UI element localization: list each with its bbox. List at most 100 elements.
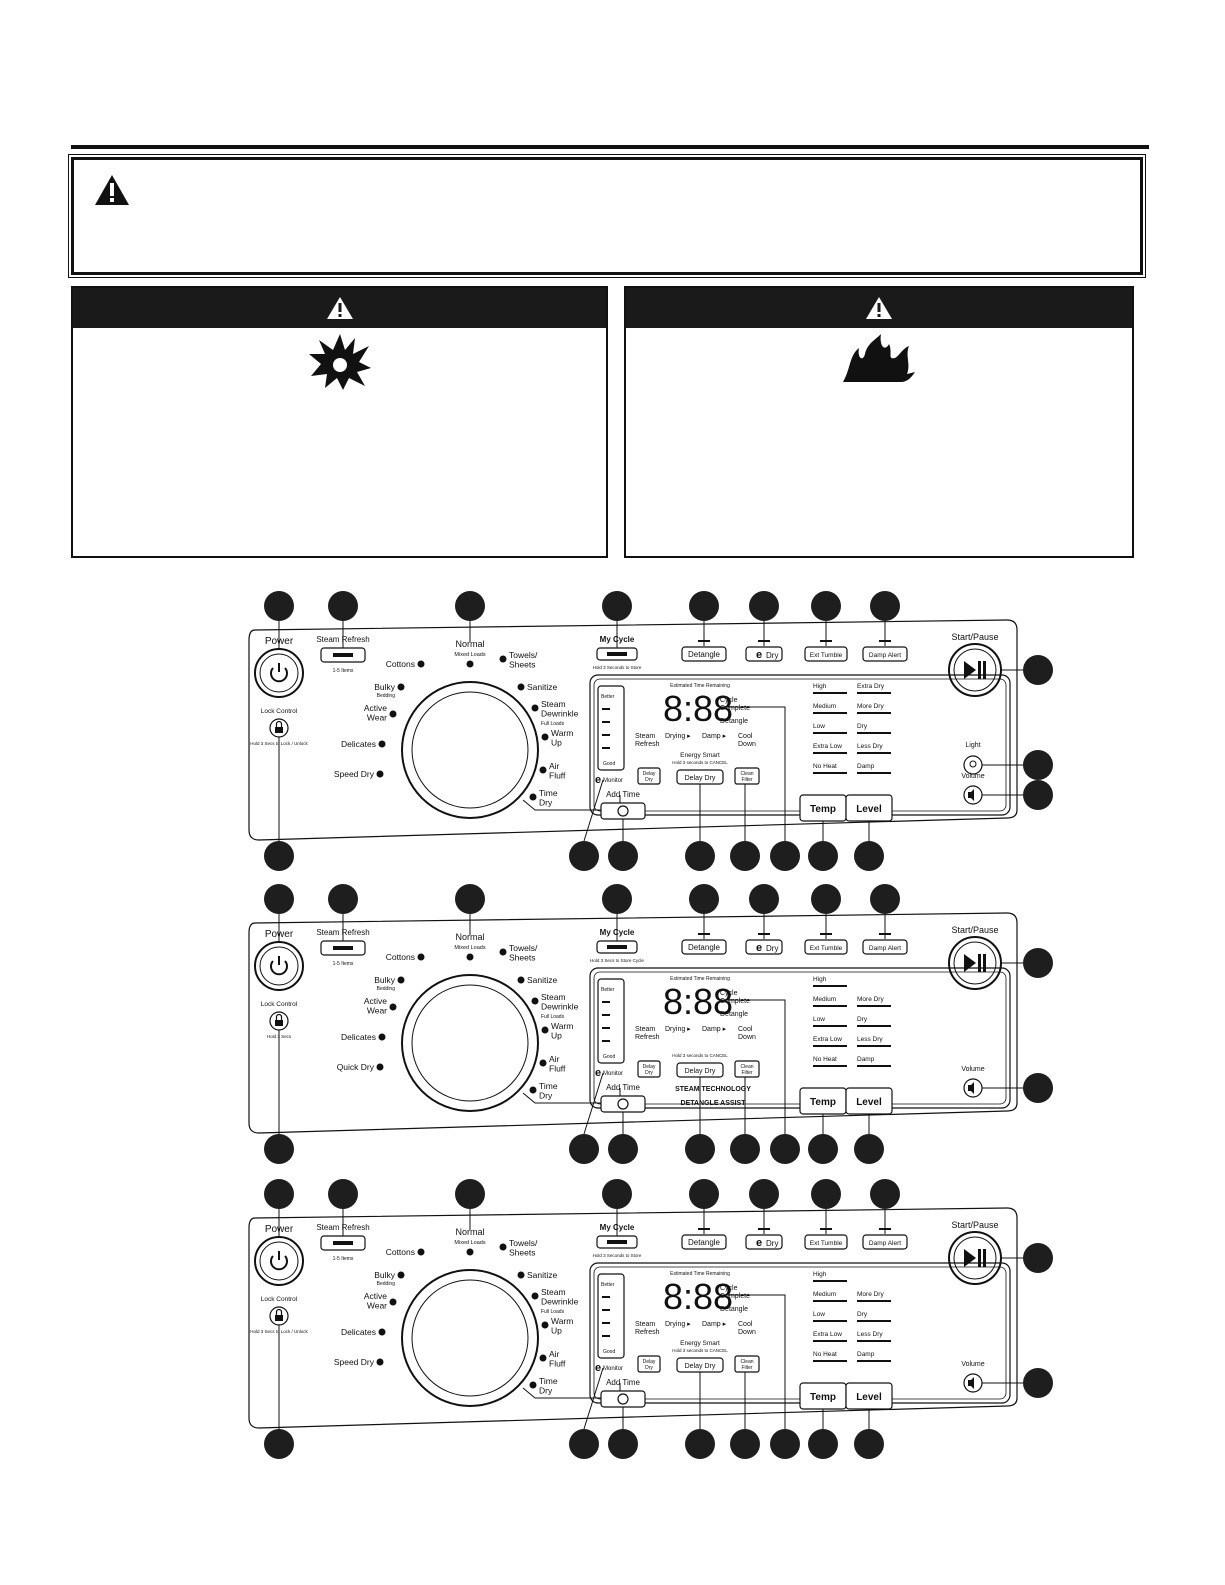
level-option-bar — [857, 732, 891, 734]
clock-icon — [617, 805, 629, 817]
steam-refresh-led — [333, 653, 353, 657]
pause-icon — [983, 954, 986, 972]
temp-option-bar — [813, 712, 847, 714]
callout-marker — [608, 1429, 638, 1459]
status-label: Damp ▸ — [702, 1026, 727, 1033]
emonitor-bar — [602, 721, 610, 723]
dial-dot — [397, 976, 405, 984]
dial-dot — [529, 793, 537, 801]
dial-label-normal-sub: Mixed Loads — [454, 652, 485, 658]
dial-label: Dewrinkle — [541, 1297, 579, 1307]
leader-line — [583, 1072, 604, 1135]
top-button-3[interactable] — [862, 646, 908, 662]
top-button-label: Ext Tumble — [810, 652, 843, 659]
top-button-2[interactable] — [804, 646, 848, 662]
dial-dot — [531, 1292, 539, 1300]
temp-option: Extra Low — [813, 1036, 842, 1043]
dial-dot — [466, 1248, 474, 1256]
level-option-bar — [857, 1320, 891, 1322]
level-option-bar — [857, 1045, 891, 1047]
top-button-label: Dry — [766, 944, 778, 953]
callout-marker — [870, 591, 900, 621]
delay-dry-indicator-label: Delay — [643, 1359, 656, 1365]
cancel-hint: Hold 3 seconds to CANCEL — [672, 760, 728, 765]
level-option: Damp — [857, 1351, 875, 1358]
level-option: Dry — [857, 1311, 868, 1318]
temp-option-bar — [813, 1045, 847, 1047]
callout-marker — [749, 1179, 779, 1209]
dial-label: Steam — [541, 699, 566, 709]
callout-marker — [870, 884, 900, 914]
callout-marker — [808, 841, 838, 871]
emonitor-top: Better — [601, 694, 615, 700]
status-label: Down — [738, 1329, 756, 1336]
pause-icon — [978, 661, 981, 679]
dial-label-sub: Bedding — [377, 693, 396, 699]
top-button-2[interactable] — [804, 1234, 848, 1250]
speaker-icon — [968, 789, 974, 801]
level-option: More Dry — [857, 996, 884, 1003]
emonitor-top: Better — [601, 1282, 615, 1288]
top-button-led — [879, 933, 891, 935]
top-button-1[interactable] — [745, 646, 783, 662]
light-button[interactable] — [963, 755, 983, 775]
dial-label: Steam — [541, 992, 566, 1002]
callout-marker — [328, 1179, 358, 1209]
level-option: Less Dry — [857, 1036, 883, 1043]
emonitor-bar — [602, 1335, 610, 1337]
emonitor-bottom: Good — [603, 761, 615, 767]
top-button-label: Ext Tumble — [810, 945, 843, 952]
status-label: Drying ▸ — [665, 733, 691, 740]
dial-label: Bulky — [374, 682, 396, 692]
top-button-1[interactable] — [745, 939, 783, 955]
level-option-bar — [857, 712, 891, 714]
callout-marker — [1023, 750, 1053, 780]
top-button-label: Damp Alert — [869, 945, 901, 952]
cycle-complete-label: Complete — [720, 998, 750, 1005]
delay-dry-indicator-label: Dry — [645, 1070, 653, 1076]
dial-dot — [517, 1271, 525, 1279]
callout-marker — [730, 1134, 760, 1164]
cycle-dial-inner — [411, 984, 529, 1102]
top-button-0[interactable] — [681, 646, 727, 662]
callout-marker — [608, 1134, 638, 1164]
clean-filter-indicator — [734, 1060, 760, 1078]
status-label: Refresh — [635, 1329, 660, 1336]
top-button-2[interactable] — [804, 939, 848, 955]
pause-icon — [983, 1249, 986, 1267]
top-button-0[interactable] — [681, 1234, 727, 1250]
callout-marker — [749, 591, 779, 621]
steam-refresh-sub: 1-5 Items — [333, 668, 354, 674]
top-button-led — [758, 640, 770, 642]
status-label: Refresh — [635, 741, 660, 748]
power-button-ring — [259, 946, 299, 986]
dial-label-sub: Full Loads — [541, 721, 565, 727]
level-option: Dry — [857, 723, 868, 730]
my-cycle-led — [607, 652, 627, 656]
dial-label-sub: Full Loads — [541, 1014, 565, 1020]
top-button-0[interactable] — [681, 939, 727, 955]
status-label: Damp ▸ — [702, 733, 727, 740]
delay-dry-indicator — [637, 1060, 661, 1078]
temp-option-bar — [813, 1065, 847, 1067]
dial-dot — [531, 997, 539, 1005]
dial-label: Air — [549, 761, 560, 771]
callout-marker — [1023, 948, 1053, 978]
steam-refresh-sub: 1-5 Items — [333, 961, 354, 967]
top-button-3[interactable] — [862, 1234, 908, 1250]
dial-label: Bulky — [374, 975, 396, 985]
time-digits: 8:88 — [663, 981, 733, 1022]
temp-option-bar — [813, 1300, 847, 1302]
dial-dot — [378, 1033, 386, 1041]
lock-icon — [275, 1315, 283, 1321]
dial-label: Wear — [367, 713, 387, 723]
top-button-3[interactable] — [862, 939, 908, 955]
dial-label: Time — [539, 1376, 558, 1386]
top-button-1[interactable] — [745, 1234, 783, 1250]
callout-marker — [455, 884, 485, 914]
status-label: Down — [738, 741, 756, 748]
